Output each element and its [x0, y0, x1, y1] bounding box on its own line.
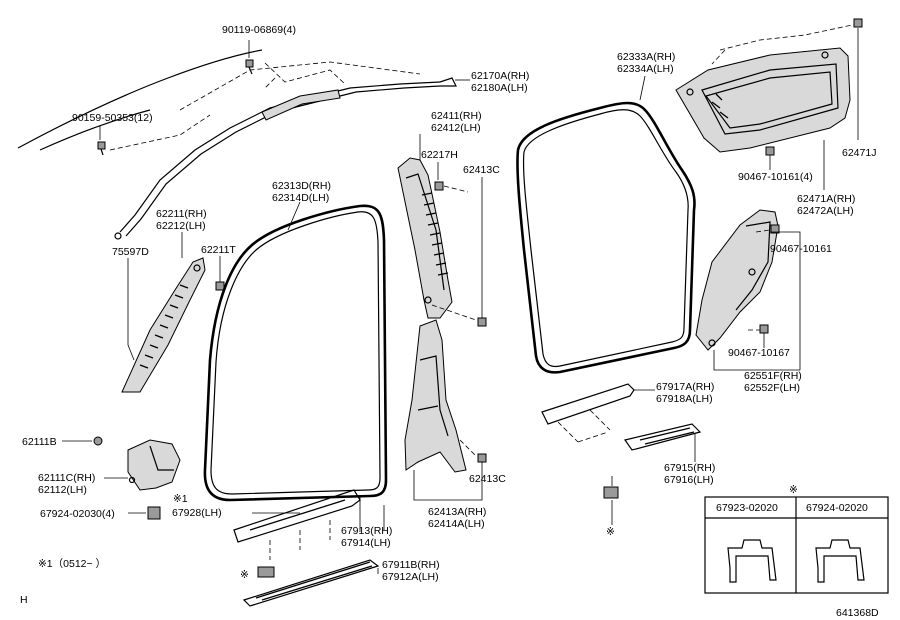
label-67912a: 67912A(LH)	[382, 571, 439, 583]
label-62413c-top: 62413C	[463, 164, 500, 176]
label-62413a: 62413A(RH)	[428, 506, 486, 518]
label-62334a: 62334A(LH)	[617, 63, 674, 75]
clip-62413c-bottom-icon	[477, 453, 487, 463]
table-header-67924-02020: 67924-02020	[806, 502, 868, 514]
label-67928: 67928(LH)	[172, 507, 222, 519]
label-67917a: 67917A(RH)	[656, 381, 714, 393]
clip-left-mark-icon	[257, 566, 275, 578]
label-67913: 67913(RH)	[341, 525, 392, 537]
label-67918a: 67918A(LH)	[656, 393, 713, 405]
corner-h: H	[20, 594, 28, 606]
clip-62111b-icon	[93, 436, 103, 446]
label-62170a: 62170A(RH)	[471, 70, 529, 82]
rear-door-weatherstrip-part	[516, 101, 696, 374]
label-62211t: 62211T	[201, 244, 236, 256]
clip-90119-icon	[245, 59, 254, 75]
label-62551f: 62551F(RH)	[744, 370, 802, 382]
b-pillar-upper-garnish-part	[397, 157, 453, 319]
label-67916: 67916(LH)	[664, 474, 714, 486]
front-step-pad-67911b-part	[242, 559, 380, 607]
front-scuff-plate-67928-part	[233, 489, 361, 543]
label-90467-10161: 90467-10161	[770, 243, 832, 255]
quarter-trim-lower-part	[695, 209, 779, 351]
label-62111b: 62111B	[22, 436, 57, 448]
label-62212: 62212(LH)	[156, 220, 206, 232]
roof-curtain-assembly	[17, 49, 457, 240]
ref-mark-clip: ※	[240, 569, 249, 581]
label-note1-small: ※1	[173, 493, 188, 505]
clip-62471j-icon	[853, 18, 863, 28]
label-62180a: 62180A(LH)	[471, 82, 528, 94]
rear-step-pad-67915-part	[624, 423, 702, 451]
clip-90467-10167-icon	[759, 324, 769, 334]
a-pillar-garnish-part	[121, 257, 206, 393]
table-header-67923-02020: 67923-02020	[716, 502, 778, 514]
clip-90159-icon	[97, 141, 106, 156]
label-62217h: 62217H	[421, 149, 458, 161]
clip-90467-10161-4-icon	[765, 146, 775, 156]
quarter-trim-upper-part	[675, 47, 851, 153]
label-62414a: 62414A(LH)	[428, 518, 485, 530]
ref-mark-table: ※	[789, 484, 798, 496]
cowl-side-trim-part	[127, 439, 181, 491]
clip-90467-10161-icon	[770, 224, 780, 234]
label-62211: 62211(RH)	[156, 208, 207, 220]
label-62471j: 62471J	[842, 147, 876, 159]
label-62552f: 62552F(LH)	[744, 382, 800, 394]
label-67911b: 67911B(RH)	[382, 559, 440, 571]
clip-62413c-top-icon	[477, 317, 487, 327]
clip-62217h-icon	[434, 181, 444, 191]
label-90467-10167: 90467-10167	[728, 347, 790, 359]
label-62313d: 62313D(RH)	[272, 180, 331, 192]
ref-mark-floor: ※	[606, 526, 615, 538]
label-62411: 62411(RH)	[431, 110, 482, 122]
label-67914: 67914(LH)	[341, 537, 391, 549]
clip-62211t-icon	[215, 281, 225, 291]
footnote: ※1（0512− ）	[38, 558, 106, 570]
label-62111c: 62111C(RH)	[38, 472, 95, 484]
label-62314d: 62314D(LH)	[272, 192, 329, 204]
front-door-weatherstrip-part	[203, 204, 388, 502]
label-62472a: 62472A(LH)	[797, 205, 854, 217]
b-pillar-lower-garnish-part	[404, 319, 467, 473]
clip-table	[704, 496, 889, 594]
clip-67924-02030-icon	[147, 506, 161, 520]
label-62112: 62112(LH)	[38, 484, 87, 496]
label-67915: 67915(RH)	[664, 462, 715, 474]
label-62333a: 62333A(RH)	[617, 51, 675, 63]
diagram-id: 641368D	[836, 607, 879, 619]
clip-floor-mark-icon	[603, 486, 619, 499]
label-62412: 62412(LH)	[431, 122, 481, 134]
label-62471a: 62471A(RH)	[797, 193, 855, 205]
rear-scuff-plate-67917a-part	[541, 383, 635, 425]
label-90467-10161-4: 90467-10161(4)	[738, 171, 813, 183]
label-90159-50353: 90159-50353(12)	[72, 112, 153, 124]
label-90119-06869: 90119-06869(4)	[222, 24, 296, 36]
label-75597d: 75597D	[112, 246, 149, 258]
label-67924-02030: 67924-02030(4)	[40, 508, 115, 520]
label-62413c-bottom: 62413C	[469, 473, 506, 485]
